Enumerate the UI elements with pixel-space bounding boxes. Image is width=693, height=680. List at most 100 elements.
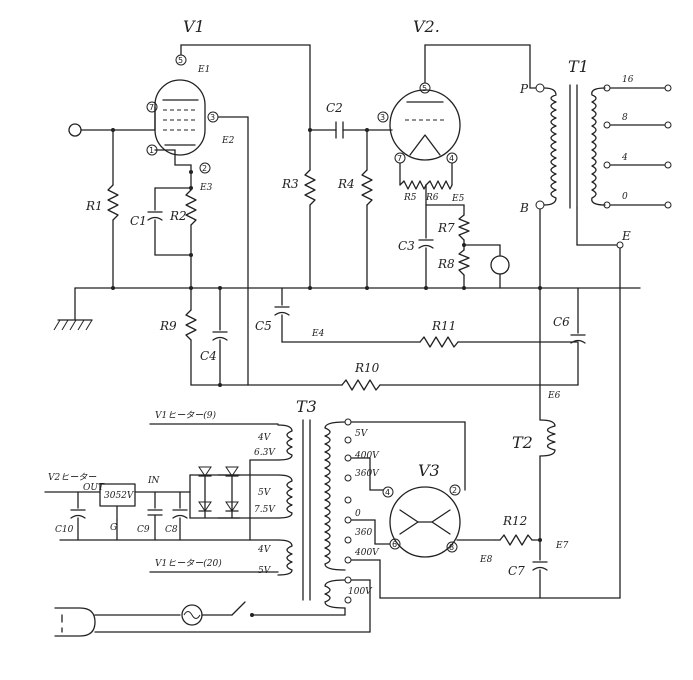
r9-c4-network: R9 C4 [159,287,249,387]
tube-v2: V2. 5 3 7 4 R5 R6 E5 C3 R7 R8 [377,17,537,289]
v1-pin-3: 3 [210,113,215,122]
v1-plate-circuit: R3 C2 R4 [180,44,393,386]
t3-left-tap-0: 4V [257,433,272,443]
v2-pin-7: 7 [397,154,402,163]
power-switch[interactable] [231,601,246,616]
tube-v3: V3 4 2 6 8 E8 [350,457,496,599]
label-t1-b: B [519,201,529,215]
t3-left-tap-5: 5V [258,566,272,576]
label-out: OUT [83,483,105,493]
transformer-t3: T3 4V 6.3V 5V 7.5V 4V 5V 5V 400V 360V 0 … [254,397,466,609]
label-r6: R6 [425,193,439,203]
speaker-terminal-0[interactable] [664,201,672,209]
label-t3: T3 [296,397,317,416]
speaker-terminal-8[interactable] [664,121,672,129]
heater-supply: V1ヒーター(9) V1ヒーター(20) IN 3052V G V2ヒーター O… [44,410,279,573]
label-v3: V3 [418,461,440,480]
speaker-terminal-16[interactable] [664,84,672,92]
pilot-lamp [490,255,510,275]
t1-terminal-p [535,83,545,93]
label-t2: T2 [512,433,533,452]
v1-pin-5: 5 [178,56,183,65]
label-c5: C5 [255,319,272,333]
label-in: IN [147,476,161,486]
label-e7: E7 [555,541,569,551]
label-r4: R4 [337,177,355,191]
power-plug[interactable] [54,607,96,637]
choke-t2: E6 T2 E7 C7 R12 [379,287,621,599]
label-v1-heater-bottom: V1ヒーター(20) [155,558,222,569]
label-c8: C8 [165,525,178,535]
ac-mains [54,579,371,637]
label-c7: C7 [508,564,525,578]
label-3052v: 3052V [104,491,135,501]
v1-pin-2: 2 [202,164,207,173]
t3-left-tap-3: 7.5V [254,505,276,515]
v2-pin-3: 3 [380,113,385,122]
label-c4: C4 [200,349,217,363]
t3-right-tap-1: 400V [354,451,380,461]
t3-right-tap-2: 360V [355,469,380,479]
t3-left-tap-4: 4V [257,545,272,555]
ground-bus [53,286,641,331]
label-e6: E6 [547,391,561,401]
label-r11: R11 [431,319,456,333]
v1-pin-7: 7 [149,103,154,112]
v2-pin-5: 5 [422,84,427,93]
tap-16: 16 [622,75,634,85]
label-c9: C9 [137,525,150,535]
t3-left-tap-2: 5V [258,488,272,498]
v3-pin-2: 2 [452,486,457,495]
label-r7: R7 [437,221,455,235]
v3-pin-8: 8 [449,543,454,552]
t3-right-tap-3: 0 [355,509,361,519]
v1-pin-1: 1 [149,146,154,155]
label-r12: R12 [502,514,527,528]
label-v2: V2. [413,17,440,36]
label-e8: E8 [479,555,493,565]
label-c3: C3 [398,239,415,253]
label-t1-e: E [621,229,631,243]
input-section: R1 [68,106,156,289]
label-v1: V1 [183,17,205,36]
t3-right-tap-0: 5V [355,429,369,439]
tap-8: 8 [622,113,628,123]
t3-right-tap-5: 400V [354,548,380,558]
label-t1: T1 [568,57,589,76]
t3-left-tap-1: 6.3V [254,448,276,458]
label-e2: E2 [221,136,235,146]
label-e5: E5 [451,194,465,204]
input-jack[interactable] [68,123,82,137]
t3-right-tap-6: 100V [348,587,373,597]
label-t1-p: P [519,82,529,96]
t3-right-tap-4: 360 [355,528,372,538]
label-r3: R3 [281,177,299,191]
v3-pin-4: 4 [385,488,390,497]
label-r10: R10 [354,361,380,375]
label-c2: C2 [326,101,343,115]
label-r1: R1 [85,199,103,213]
label-e4: E4 [311,329,325,339]
v2-pin-4: 4 [449,154,454,163]
tap-4: 4 [621,153,628,163]
label-c1: C1 [130,214,147,228]
label-r5: R5 [403,193,417,203]
label-c6: C6 [553,315,570,329]
cathode-network: E3 C1 R2 [130,149,213,289]
label-g: G [110,523,117,533]
transformer-t1: T1 P B 16 8 4 0 E [519,57,672,289]
speaker-terminal-4[interactable] [664,161,672,169]
label-r8: R8 [437,257,455,271]
label-v1-heater-top: V1ヒーター(9) [155,410,216,421]
label-r2: R2 [169,209,187,223]
feedback-network: C5 E4 R11 C6 R10 [247,287,586,391]
label-v2-heater: V2ヒーター [48,472,97,483]
label-r9: R9 [159,319,177,333]
t1-terminal-b [535,200,545,210]
v3-pin-6: 6 [392,540,397,549]
label-e3: E3 [199,183,213,193]
label-c10: C10 [55,525,74,535]
label-e1: E1 [197,65,210,75]
tap-0: 0 [622,192,628,202]
